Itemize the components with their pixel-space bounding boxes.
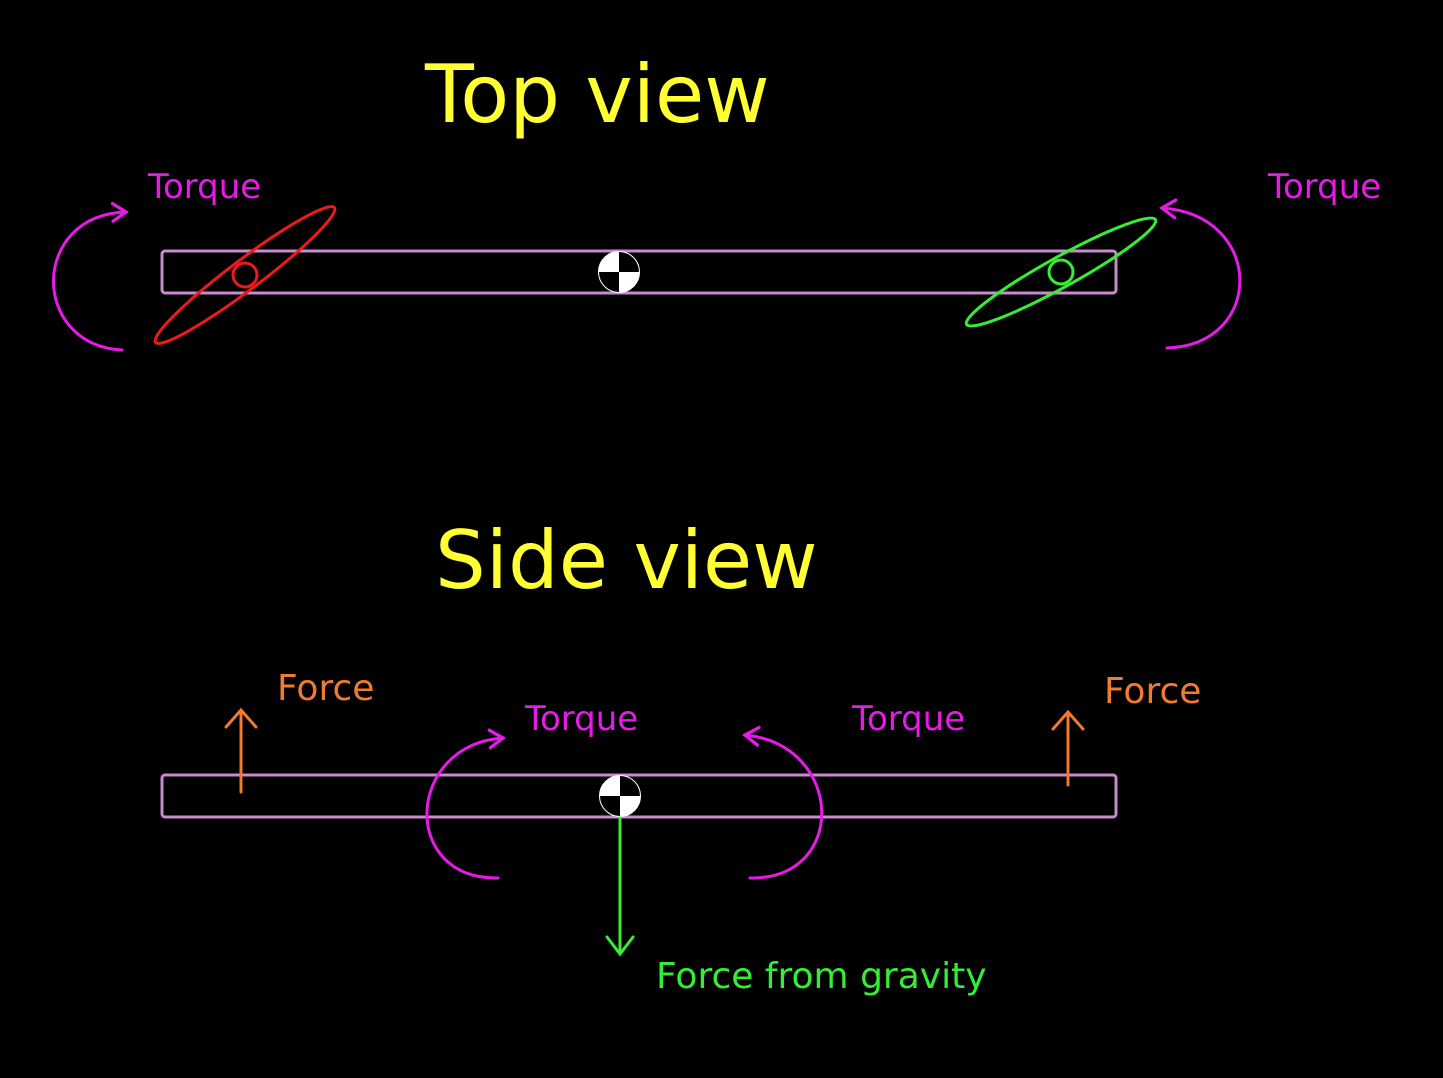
torque-arrow-icon — [1159, 198, 1242, 350]
side-view-beam — [160, 773, 1118, 819]
torque-arrow-icon — [742, 725, 824, 880]
torque-arrow-icon — [52, 201, 129, 352]
gravity-label: Force from gravity — [656, 956, 987, 997]
torque-label-left: Torque — [524, 699, 638, 739]
torque-label-right: Torque — [851, 699, 965, 739]
force-arrow-icon — [224, 707, 258, 794]
force-label-right: Force — [1104, 671, 1201, 712]
top-view-title: Top view — [424, 48, 770, 141]
center-of-gravity-icon — [599, 775, 641, 817]
torque-label-left: Torque — [147, 167, 261, 207]
torque-arrow-icon — [425, 728, 506, 880]
top-view-section: Top view Torque Torque — [52, 48, 1381, 352]
top-view-beam — [160, 249, 1118, 295]
side-view-title: Side view — [435, 514, 818, 607]
propeller-icon — [153, 205, 337, 345]
force-arrow-icon — [1051, 709, 1085, 787]
propeller-icon — [964, 216, 1158, 328]
gravity-arrow-icon — [605, 816, 635, 957]
force-label-left: Force — [277, 668, 374, 709]
torque-label-right: Torque — [1267, 167, 1381, 207]
center-of-gravity-icon — [598, 251, 640, 293]
side-view-section: Side view Force Force Torque Torque — [160, 514, 1201, 997]
